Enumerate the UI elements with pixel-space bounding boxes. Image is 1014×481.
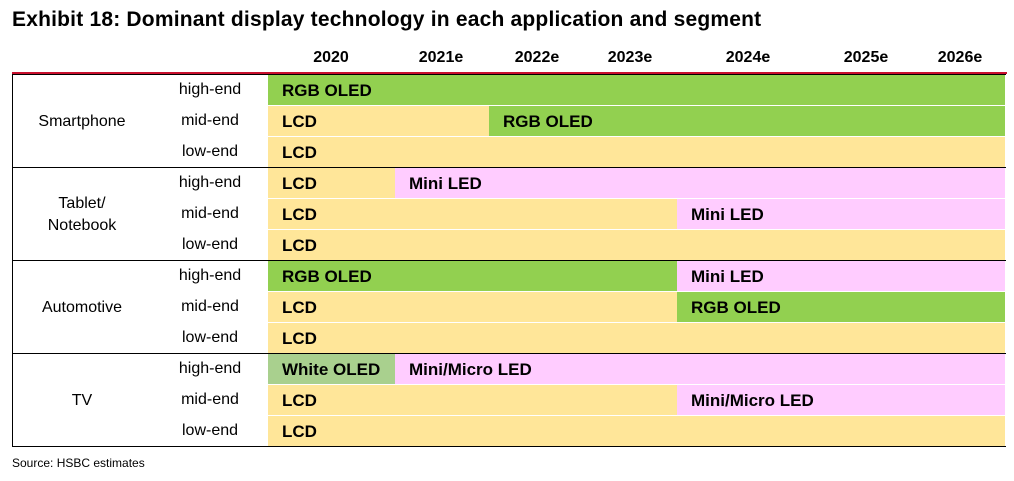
tech-label: LCD xyxy=(282,112,317,131)
tech-bar-lcd xyxy=(268,416,1005,446)
tech-label: LCD xyxy=(282,298,317,317)
segment-label: low-end xyxy=(181,143,239,160)
source-note: Source: HSBC estimates xyxy=(12,456,145,470)
tech-bar-rgb-oled xyxy=(268,261,677,291)
segment-label: mid-end xyxy=(181,205,239,222)
tech-bar-mini-micro-led xyxy=(677,385,1005,415)
year-header-2023e: 2023e xyxy=(607,49,653,66)
tech-label: RGB OLED xyxy=(282,267,372,286)
chart-title: Exhibit 18: Dominant display technology … xyxy=(12,8,762,31)
year-header-2025e: 2025e xyxy=(843,49,889,66)
tech-label: LCD xyxy=(282,391,317,410)
tech-label: LCD xyxy=(282,174,317,193)
tech-bar-lcd xyxy=(268,199,677,229)
tech-label: RGB OLED xyxy=(503,112,593,131)
segment-label: low-end xyxy=(181,329,239,346)
tech-label: RGB OLED xyxy=(691,298,781,317)
tech-bar-lcd xyxy=(268,385,677,415)
tech-bar-rgb-oled xyxy=(677,292,1005,322)
tech-label: LCD xyxy=(282,205,317,224)
tech-label: Mini LED xyxy=(409,174,482,193)
year-header-2022e: 2022e xyxy=(514,49,560,66)
tech-label: LCD xyxy=(282,236,317,255)
tech-bar-lcd xyxy=(268,323,1005,353)
year-header-2020: 2020 xyxy=(313,49,349,66)
tech-bar-mini-led xyxy=(395,168,1005,198)
tech-bar-mini-led xyxy=(677,199,1005,229)
segment-label: mid-end xyxy=(181,391,239,408)
segment-label: mid-end xyxy=(181,298,239,315)
year-header-2026e: 2026e xyxy=(937,49,983,66)
tech-bar-mini-micro-led xyxy=(395,354,1005,384)
tech-label: LCD xyxy=(282,422,317,441)
segment-label: high-end xyxy=(178,174,242,191)
segment-label: high-end xyxy=(178,360,242,377)
group-label-tablet-notebook: Tablet/Notebook xyxy=(47,194,117,234)
tech-bar-lcd xyxy=(268,230,1005,260)
tech-bar-rgb-oled xyxy=(268,75,1005,105)
group-label-automotive: Automotive xyxy=(41,298,123,316)
tech-bar-rgb-oled xyxy=(489,106,1005,136)
tech-bar-lcd xyxy=(268,137,1005,167)
segment-label: high-end xyxy=(178,267,242,284)
tech-label: Mini/Micro LED xyxy=(409,360,532,379)
header-rule xyxy=(12,72,1007,74)
tech-bar-mini-led xyxy=(677,261,1005,291)
tech-bar-white-oled xyxy=(268,354,395,384)
group-box-tv xyxy=(12,353,1006,447)
tech-label: RGB OLED xyxy=(282,81,372,100)
tech-label: Mini LED xyxy=(691,267,764,286)
segment-label: low-end xyxy=(181,422,239,439)
tech-label: LCD xyxy=(282,143,317,162)
tech-bar-lcd xyxy=(268,168,395,198)
tech-bar-lcd xyxy=(268,106,489,136)
segment-label: high-end xyxy=(178,81,242,98)
tech-label: Mini LED xyxy=(691,205,764,224)
year-header-2024e: 2024e xyxy=(725,49,771,66)
tech-bar-lcd xyxy=(268,292,677,322)
segment-label: mid-end xyxy=(181,112,239,129)
tech-label: Mini/Micro LED xyxy=(691,391,814,410)
tech-label: White OLED xyxy=(282,360,381,379)
year-header-2021e: 2021e xyxy=(418,49,464,66)
group-label-smartphone: Smartphone xyxy=(38,112,126,130)
group-label-tv: TV xyxy=(71,391,93,409)
segment-label: low-end xyxy=(181,236,239,253)
tech-label: LCD xyxy=(282,329,317,348)
